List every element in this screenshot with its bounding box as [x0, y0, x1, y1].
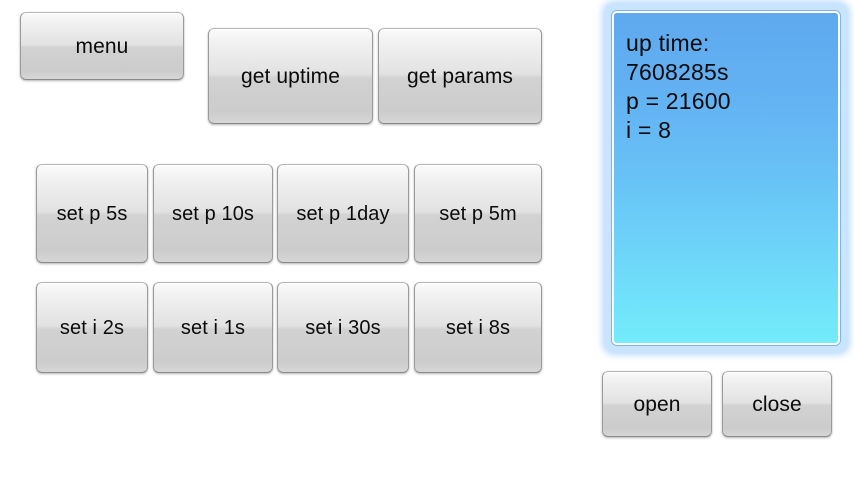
- set-p-5m-button-label: set p 5m: [439, 202, 517, 225]
- set-i-1s-button-label: set i 1s: [180, 316, 246, 339]
- close-button-label: close: [752, 392, 802, 416]
- set-i-1s-button[interactable]: set i 1s: [153, 282, 273, 373]
- set-i-30s-button[interactable]: set i 30s: [277, 282, 409, 373]
- set-p-1day-button[interactable]: set p 1day: [277, 164, 409, 263]
- get-uptime-button[interactable]: get uptime: [208, 28, 373, 124]
- get-uptime-button-label: get uptime: [240, 64, 341, 88]
- set-p-5m-button[interactable]: set p 5m: [414, 164, 542, 263]
- set-i-8s-button-label: set i 8s: [445, 316, 511, 339]
- set-p-10s-button[interactable]: set p 10s: [153, 164, 273, 263]
- open-button[interactable]: open: [602, 371, 712, 437]
- output-line: i = 8: [626, 117, 672, 143]
- menu-button-label: menu: [75, 34, 129, 58]
- output-panel[interactable]: up time: 7608285s p = 21600 i = 8: [605, 4, 847, 352]
- output-line: 7608285s: [626, 59, 729, 85]
- set-i-30s-button-label: set i 30s: [305, 316, 381, 339]
- set-i-2s-button-label: set i 2s: [59, 316, 125, 339]
- output-line: up time:: [626, 30, 710, 56]
- output-panel-text: up time: 7608285s p = 21600 i = 8: [614, 13, 838, 343]
- set-i-8s-button[interactable]: set i 8s: [414, 282, 542, 373]
- close-button[interactable]: close: [722, 371, 832, 437]
- set-p-5s-button-label: set p 5s: [56, 202, 128, 225]
- output-line: p = 21600: [626, 88, 731, 114]
- output-panel-border: up time: 7608285s p = 21600 i = 8: [612, 11, 840, 345]
- set-p-5s-button[interactable]: set p 5s: [36, 164, 148, 263]
- menu-button[interactable]: menu: [20, 12, 184, 80]
- get-params-button[interactable]: get params: [378, 28, 542, 124]
- open-button-label: open: [633, 392, 681, 416]
- set-i-2s-button[interactable]: set i 2s: [36, 282, 148, 373]
- set-p-10s-button-label: set p 10s: [171, 202, 255, 225]
- get-params-button-label: get params: [406, 64, 514, 88]
- set-p-1day-button-label: set p 1day: [296, 202, 390, 225]
